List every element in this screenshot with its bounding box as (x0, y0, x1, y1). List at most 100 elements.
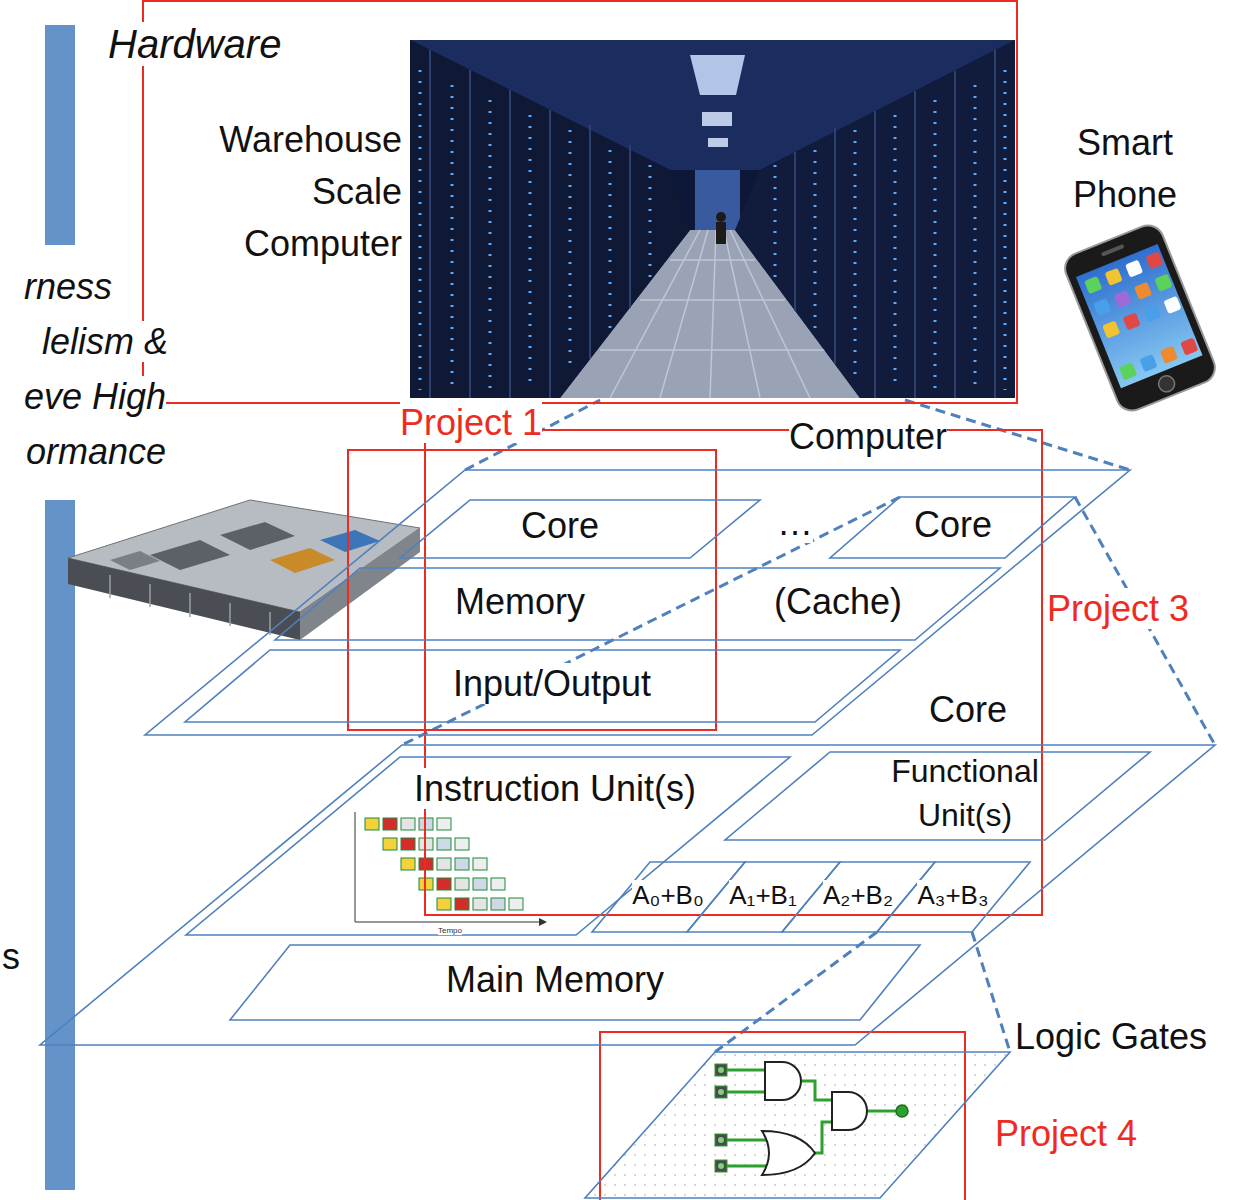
logic-circuit-part-part (866, 1110, 896, 1113)
plane-outline (40, 745, 1215, 1045)
datacenter-photo-part-part (429, 50, 431, 398)
logic-circuit-part-part (715, 1086, 727, 1098)
text-label: Main Memory (446, 959, 664, 1000)
plane-outline (585, 1052, 1010, 1198)
datacenter-photo-part-part (609, 150, 612, 330)
datacenter-photo-part-part (774, 165, 777, 285)
datacenter-photo-part-part (934, 100, 937, 390)
logic-circuit-part-part (715, 1160, 727, 1172)
datacenter-photo-part-part (569, 130, 572, 370)
datacenter-photo-part-part (894, 115, 897, 390)
plane-outline (145, 470, 1130, 735)
datacenter-photo-part-part (451, 85, 454, 390)
text-label: Functional Unit(s) (891, 753, 1039, 833)
plane-outline (186, 757, 790, 935)
plane-outline (725, 752, 1150, 840)
datacenter-photo-part-part (954, 71, 956, 398)
datacenter-photo-part (410, 40, 690, 398)
datacenter-photo-part (716, 212, 726, 222)
project-label: Project 3 (1047, 588, 1189, 629)
pipeline-picture-part (365, 818, 451, 830)
datacenter-photo-part-part (649, 165, 652, 285)
core-box: Core (830, 497, 1075, 558)
datacenter-photo-part-part (994, 50, 996, 398)
io-band: Input/Output (185, 650, 900, 722)
plane-outline (782, 862, 935, 932)
side-bar-part (45, 25, 75, 245)
smartphone-illustration-part (1125, 260, 1143, 278)
text-frame: Memory (455, 580, 585, 630)
server-illustration-part (150, 540, 230, 570)
datacenter-photo-part (716, 222, 726, 244)
datacenter-photo-part-part (814, 150, 817, 335)
text-frame: eve High (24, 375, 166, 425)
adder-unit: A₂+B₂ (782, 862, 935, 932)
plane-outline (185, 650, 900, 722)
logic-circuit-part-part (718, 1089, 724, 1095)
server-illustration-part (300, 528, 420, 640)
text-frame: Computer (789, 415, 947, 465)
text-label: A₂+B₂ (823, 880, 893, 910)
text-frame: ormance (26, 430, 166, 480)
pipeline-picture-part (401, 858, 487, 870)
adder-unit: A₀+B₀ (592, 862, 745, 932)
logic-circuit-part (585, 1052, 1015, 1200)
smartphone-illustration-part (1101, 244, 1125, 257)
smartphone-illustration-part (1119, 362, 1137, 380)
datacenter-photo-part (702, 112, 732, 126)
plane-outline (877, 862, 1030, 932)
pipeline-picture-part (437, 898, 523, 910)
text-label: Core (929, 689, 1007, 730)
smartphone-illustration-part (1123, 312, 1141, 330)
text-frame: … (777, 501, 813, 551)
text-label: Core (521, 505, 599, 546)
side-bar (45, 25, 75, 1190)
text-label: Logic Gates (1015, 1016, 1207, 1057)
datacenter-photo-part-part (469, 70, 471, 398)
datacenter-photo-part-part (914, 91, 916, 398)
zoom-line-part (715, 932, 877, 1052)
logic-circuit-part-part (727, 1091, 765, 1094)
text-frame: Input/Output (453, 662, 651, 712)
datacenter-photo-part (420, 70, 1005, 390)
smartphone-illustration-part (1163, 296, 1181, 314)
server-illustration-part-part (189, 593, 191, 617)
pipeline-picture-part (355, 922, 545, 923)
plane-outline (592, 862, 745, 932)
picture-caption: Smart Phone (1073, 122, 1177, 215)
plane-outline (687, 862, 840, 932)
datacenter-photo-part-part (974, 85, 977, 390)
main-memory-band: Main Memory (230, 945, 920, 1020)
section-heading: Hardware (108, 22, 281, 66)
logic-circuit-part-part (718, 1163, 724, 1169)
logic-circuit-part (718, 1067, 724, 1169)
logic-circuit-part-part (715, 1134, 727, 1146)
text-frame: A₁+B₁ (729, 880, 796, 914)
text-frame: lelism & (42, 320, 168, 370)
smartphone-illustration-part (1093, 298, 1111, 316)
datacenter-photo-part-part (489, 100, 492, 390)
smartphone-illustration-part (1076, 244, 1203, 388)
datacenter-photo-part-part (834, 128, 836, 364)
plane-outline (230, 945, 920, 1020)
server-illustration (68, 500, 420, 640)
server-illustration-part-part (109, 575, 111, 598)
text-frame: Project 1 (400, 401, 542, 451)
ellipsis-mark: … (777, 502, 813, 543)
text-label: Computer (789, 416, 947, 457)
smartphone-illustration-part (1156, 373, 1177, 394)
side-note: lelism & (42, 321, 168, 362)
server-illustration-part-part (229, 603, 231, 626)
project-frame-part (425, 430, 1042, 915)
text-label: Instruction Unit(s) (414, 768, 696, 809)
smartphone-illustration-part (1134, 282, 1152, 300)
server-illustration-part-part (149, 584, 151, 607)
text-frame: Project 4 (995, 1112, 1137, 1162)
server-illustration-part (110, 575, 270, 635)
text-frame: Core (929, 688, 1007, 738)
text-frame: Warehouse Scale Computer (202, 117, 402, 273)
datacenter-photo-part-part (419, 70, 422, 390)
plane-outline (830, 497, 1075, 558)
core-plane: CoreInstruction Unit(s) Functional Unit(s… (40, 690, 1215, 1045)
